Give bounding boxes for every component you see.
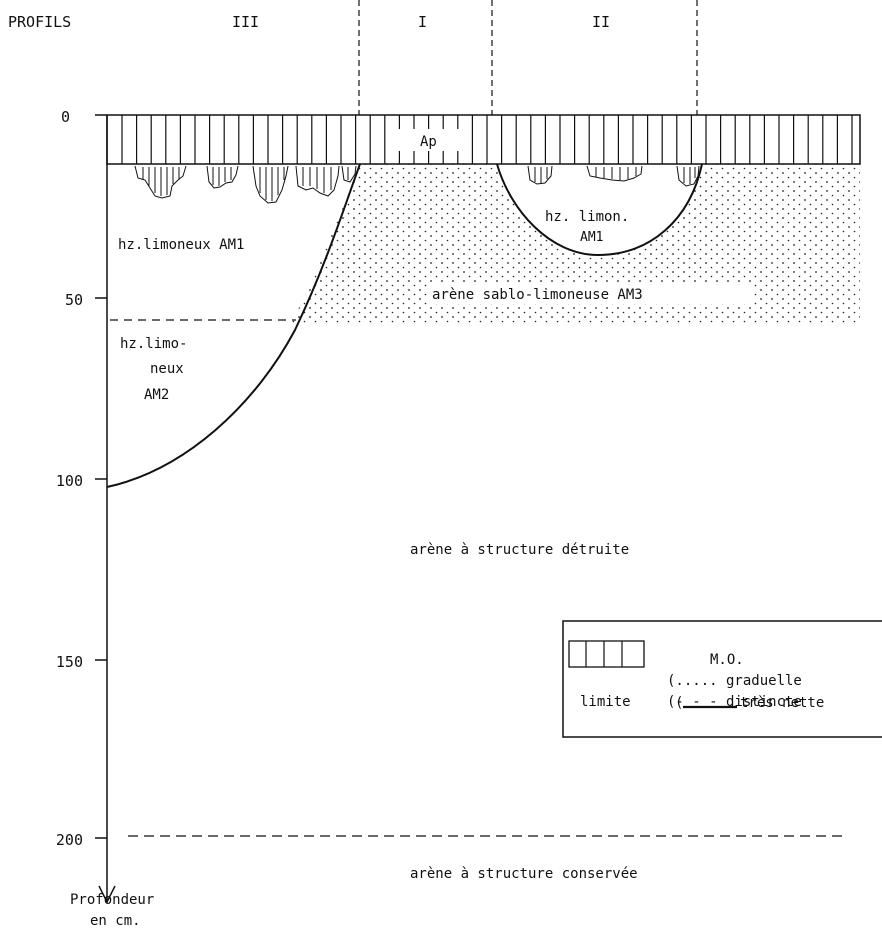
depth-axis-title-line2: en cm. [90, 913, 141, 929]
legend-mo-label: M.O. [710, 652, 744, 668]
am-left-boundary [107, 164, 360, 487]
am1-right-label-line2: AM1 [580, 230, 603, 245]
depth-axis-title-line1: Profondeur [70, 892, 154, 908]
legend-tres-nette: très nette [740, 695, 824, 711]
profile-i-label: I [418, 13, 427, 31]
arene-detruite-label: arène à structure détruite [410, 542, 629, 558]
am2-label-line3: AM2 [144, 387, 169, 403]
profile-iii-label: III [232, 13, 259, 31]
depth-label-100: 100 [56, 472, 83, 490]
am2-label-line1: hz.limo- [120, 336, 187, 352]
am2-label-line2: neux [150, 361, 184, 377]
am3-label: arène sablo-limoneuse AM3 [432, 287, 643, 303]
ap-layer [107, 115, 860, 164]
legend-paren: ( [675, 695, 683, 711]
profile-ii-label: II [592, 13, 610, 31]
am1-left-label: hz.limoneux AM1 [118, 237, 244, 253]
depth-label-200: 200 [56, 831, 83, 849]
legend-graduelle: (..... graduelle [667, 673, 802, 689]
depth-label-150: 150 [56, 653, 83, 671]
ap-label: Ap [420, 134, 437, 150]
arene-conservee-label: arène à structure conservée [410, 866, 638, 882]
legend-limite-label: limite [580, 694, 631, 710]
am1-right-label-line1: hz. limon. [545, 209, 629, 225]
depth-label-50: 50 [65, 291, 83, 309]
legend-hatch-swatch [569, 641, 644, 667]
depth-label-0: 0 [61, 108, 70, 126]
profils-label: PROFILS [8, 13, 71, 31]
